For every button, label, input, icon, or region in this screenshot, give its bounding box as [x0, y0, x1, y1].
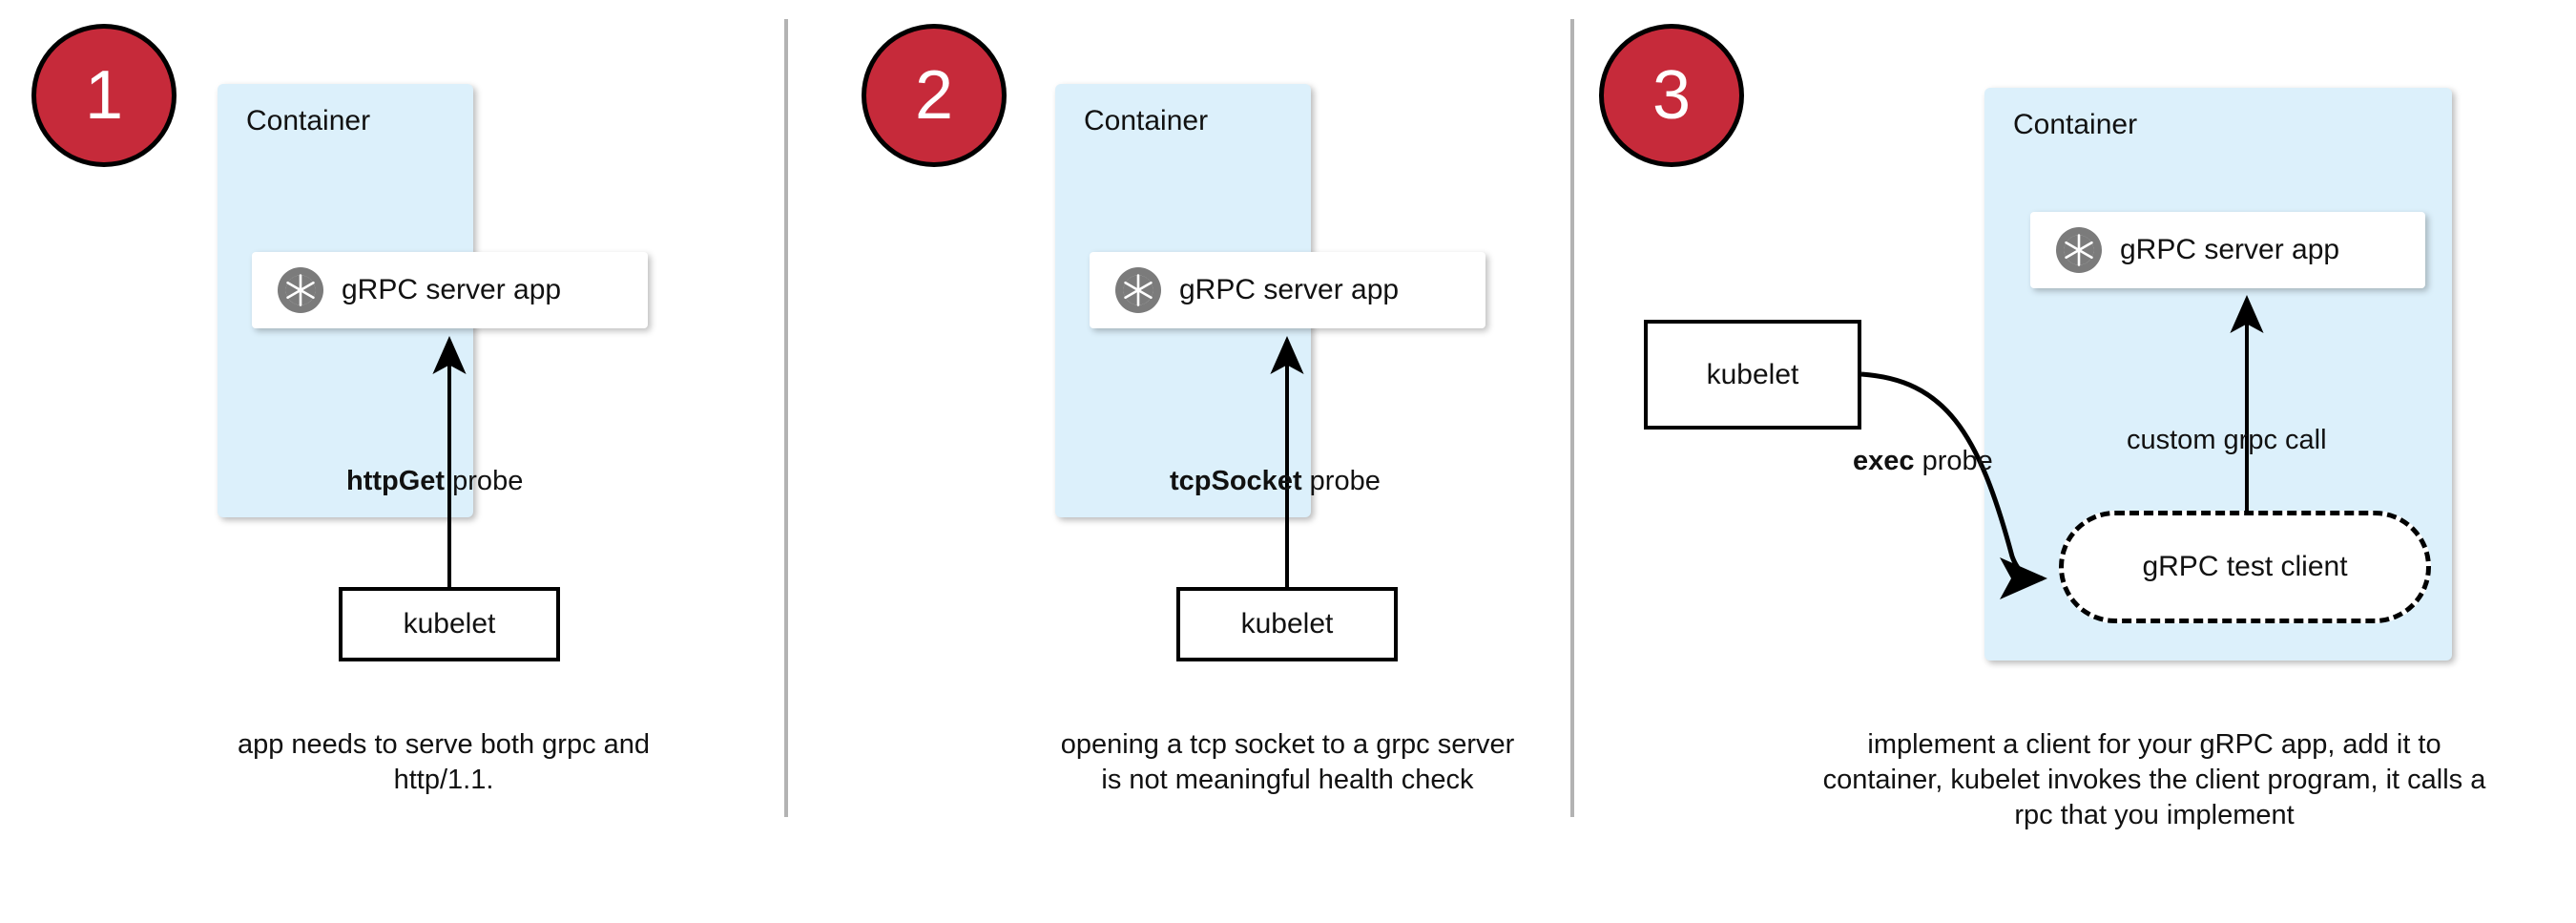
- step-badge-number: 3: [1652, 57, 1692, 134]
- kubelet-label: kubelet: [403, 608, 496, 640]
- httpget-probe-label-bold: httpGet: [346, 466, 446, 496]
- grpc-test-client-label: gRPC test client: [2142, 551, 2348, 582]
- kubelet-label: kubelet: [1240, 608, 1334, 640]
- grpc-server-app-box: gRPC server app: [252, 252, 648, 328]
- panel-tcpsocket-probe: 2 Container: [784, 0, 1570, 923]
- panel-divider-2: [1570, 19, 1574, 817]
- kubelet-box: kubelet: [1644, 320, 1861, 430]
- grpc-test-client-box: gRPC test client: [2059, 511, 2431, 623]
- grpc-server-app-box: gRPC server app: [1090, 252, 1485, 328]
- kubelet-label: kubelet: [1706, 358, 1799, 390]
- step-badge-number: 1: [84, 57, 124, 134]
- kubelet-box: kubelet: [1176, 587, 1398, 661]
- panel-caption: opening a tcp socket to a grpc server is…: [1060, 729, 1515, 796]
- httpget-probe-label: httpGet probe: [346, 466, 523, 497]
- grpc-aperture-icon: [1115, 267, 1161, 313]
- tcpsocket-probe-label: tcpSocket probe: [1170, 466, 1381, 497]
- grpc-aperture-icon: [2056, 227, 2102, 273]
- container-label: Container: [2013, 109, 2138, 140]
- panel-divider-1: [784, 19, 788, 817]
- grpc-server-app-label: gRPC server app: [342, 274, 562, 305]
- step-badge-number: 2: [914, 57, 954, 134]
- panel-httpget-probe: 1 Container: [0, 0, 784, 923]
- httpget-probe-label-rest: probe: [445, 466, 524, 496]
- exec-probe-label-rest: probe: [1914, 446, 1993, 476]
- kubelet-box: kubelet: [339, 587, 560, 661]
- step-badge-3: 3: [1599, 24, 1744, 167]
- step-badge-1: 1: [31, 24, 177, 167]
- grpc-server-app-label: gRPC server app: [1179, 274, 1400, 305]
- exec-probe-label: exec probe: [1853, 446, 1993, 477]
- grpc-server-app-box: gRPC server app: [2030, 212, 2425, 288]
- container-label: Container: [1084, 105, 1209, 136]
- tcpsocket-probe-label-rest: probe: [1301, 466, 1381, 496]
- custom-grpc-call-label: custom grpc call: [2127, 425, 2327, 455]
- panel-exec-probe: 3 Container: [1570, 0, 2576, 923]
- container-label: Container: [246, 105, 371, 136]
- panel-caption: app needs to serve both grpc and http/1.…: [237, 729, 651, 796]
- exec-probe-label-bold: exec: [1853, 446, 1915, 476]
- grpc-server-app-label: gRPC server app: [2120, 234, 2340, 265]
- tcpsocket-probe-label-bold: tcpSocket: [1170, 466, 1302, 496]
- step-badge-2: 2: [862, 24, 1007, 167]
- panel-caption: implement a client for your gRPC app, ad…: [1822, 729, 2486, 831]
- grpc-aperture-icon: [278, 267, 323, 313]
